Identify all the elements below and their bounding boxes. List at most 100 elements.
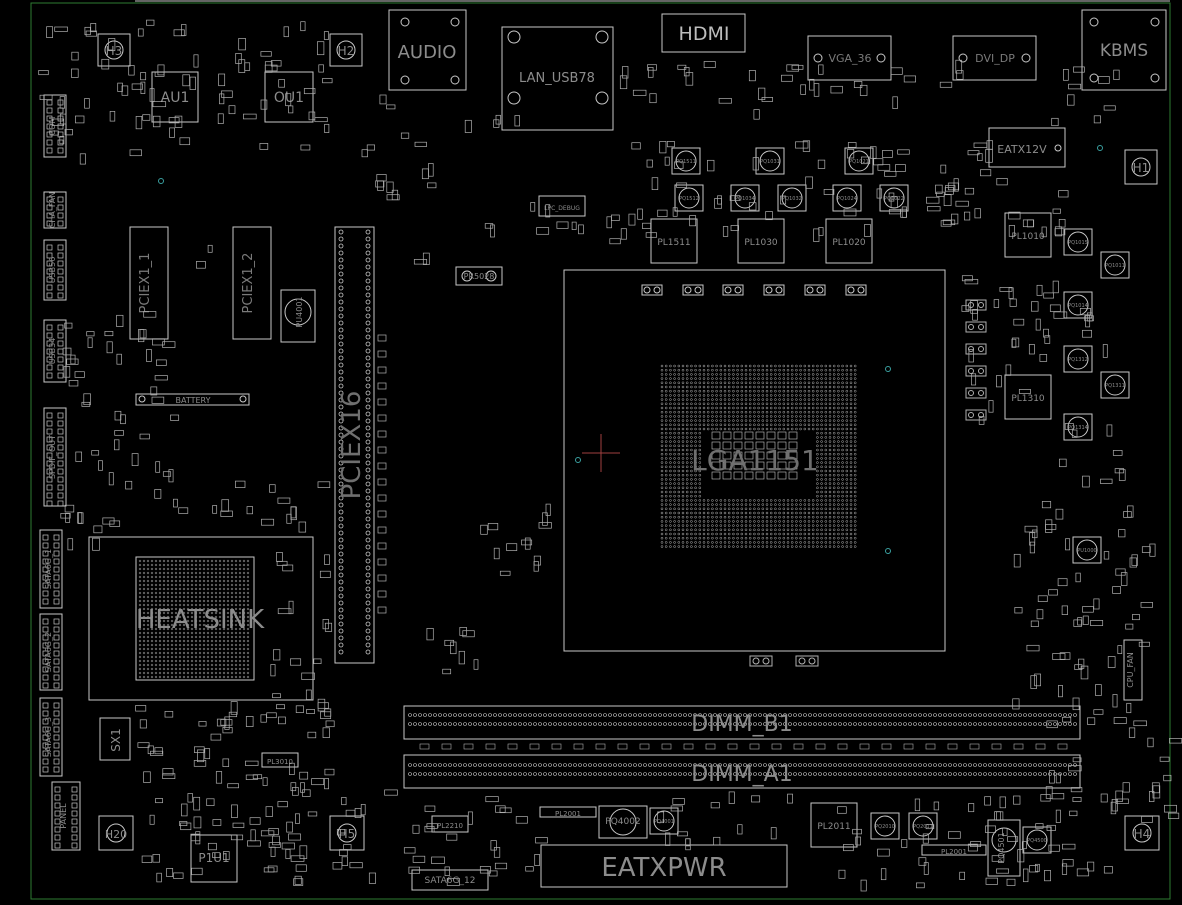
mounting-hole-h5: H5	[329, 815, 365, 851]
inductor-pl2001b: PL2001	[921, 844, 987, 856]
mosfet-pq1312: PQ1312	[1063, 345, 1093, 373]
header-panel: PANEL	[51, 781, 81, 851]
mosfet-pq4002: PQ4002	[598, 805, 648, 839]
header-label: SATA6G_2	[44, 632, 53, 672]
vga-label: VGA_36	[828, 52, 871, 65]
slot-pciex16: PCIEX16	[334, 226, 375, 664]
pciex1-1-label: PCIEX1_1	[138, 253, 153, 314]
chip-ou1: OU1	[264, 71, 314, 123]
mosfet-pq1034: PQ1034	[730, 184, 760, 212]
slot-pciex1-2: PCIEX1_2	[232, 226, 272, 340]
p1u1-label: P1U1	[198, 851, 229, 865]
audio-label: AUDIO	[398, 42, 457, 63]
mosfet-label: PQ1021	[849, 159, 869, 165]
cpu-fan-header: CPU_FAN	[1123, 639, 1143, 701]
inductor-label: PL2210	[437, 822, 463, 830]
header-label: PANEL	[59, 803, 68, 829]
pciex16-label: PCIEX16	[337, 391, 367, 500]
slot-pciex1-1: PCIEX1_1	[129, 226, 169, 340]
mosfet-pq2010: PQ2010	[870, 812, 900, 840]
header-spdif: SPDIF_OUT	[43, 407, 67, 507]
inductor-label: PL2001	[555, 810, 581, 818]
sata-bottom-header: SATA6G_12	[411, 869, 489, 891]
hole-label-h2: H2	[338, 44, 355, 58]
battery-holder: BATTERY	[135, 393, 250, 406]
eatxpwr-connector: EATXPWR	[540, 844, 788, 888]
hole-label-h20: H20	[105, 828, 127, 841]
mosfet-label: PQ1031	[760, 159, 780, 165]
inductor-pl1310: PL1310	[1004, 374, 1052, 420]
mosfet-label: PQ1511	[676, 159, 696, 165]
mosfet-label: PQ1024	[837, 196, 857, 202]
hdmi-connector: HDMI	[661, 13, 746, 53]
mosfet-label: PQ1015	[1068, 240, 1088, 246]
inductor-label: PL1030	[744, 238, 778, 248]
mounting-hole-h20: H20	[98, 815, 134, 851]
mosfet-pq4500: PQ4500	[1022, 826, 1052, 854]
inductor-label: PL1020	[832, 238, 866, 248]
board-edge	[30, 2, 1171, 900]
pr5028-label: PR5028	[464, 272, 495, 281]
header-sata3: SATA6G_3	[39, 697, 63, 777]
mosfet-label: PQ1032	[782, 196, 802, 202]
inductor-pl1010: PL1010	[1004, 212, 1052, 258]
mosfet-pq1032: PQ1032	[777, 184, 807, 212]
header-cha_fan: CHA_FAN	[43, 191, 67, 229]
cpu-socket: LGA1151	[563, 269, 946, 652]
mosfet-label: PQ4500	[1027, 838, 1047, 844]
mosfet-label: PQ1034	[735, 196, 755, 202]
dvi-label: DVI_DP	[975, 52, 1015, 65]
mosfet-label: PQ1314	[1068, 425, 1088, 431]
mosfet-pq1021: PQ1021	[844, 147, 874, 175]
header-usb56: USB56	[43, 239, 67, 301]
inductor-label: PL1511	[657, 238, 690, 248]
mosfet-label: PQ1014	[1068, 303, 1088, 309]
mosfet-label: PU1000	[1077, 548, 1096, 554]
hdmi-label: HDMI	[679, 23, 730, 45]
inductor-label: PL1310	[1011, 394, 1045, 404]
header-label: SATA6G_3	[44, 717, 53, 757]
au1-label: AU1	[161, 90, 190, 106]
pu4001-regulator: PU4001	[280, 289, 316, 343]
mounting-hole-h1: H1	[1124, 149, 1158, 185]
dimm-slot-b1: DIMM_B1	[403, 705, 1081, 740]
hole-label-h4: H4	[1134, 827, 1151, 841]
mosfet-label: PQ1312	[1068, 357, 1088, 363]
inductor-pl1511: PL1511	[650, 218, 698, 264]
header-com: COM	[43, 94, 67, 158]
eatx12v-connector: EATX12V	[988, 127, 1066, 168]
mosfet-label: PQ2011	[913, 824, 933, 830]
header-label: USB34	[48, 338, 57, 365]
eatxpwr-label: EATXPWR	[601, 853, 726, 883]
audio-jack: AUDIO	[388, 9, 467, 91]
dimm-a1-label: DIMM_A1	[691, 762, 792, 787]
header-label: SPDIF_OUT	[48, 435, 57, 479]
pu4001-label: PU4001	[295, 296, 304, 327]
inductor-label: PL3010	[267, 758, 293, 766]
battery-label: BATTERY	[176, 396, 211, 405]
eatx12v-label: EATX12V	[997, 143, 1047, 156]
lpc-debug-header: LPC_DEBUG	[538, 195, 586, 217]
header-label: COM	[48, 117, 57, 136]
header-sata2: SATA6G_2	[39, 613, 63, 691]
mosfet-label: PQ1011	[1105, 263, 1125, 269]
inductor-pl2011: PL2011	[810, 802, 858, 848]
header-label: USB56	[48, 257, 57, 284]
mounting-hole-h2: H2	[329, 33, 363, 67]
chip-p1u1: P1U1	[190, 834, 238, 883]
dvi-connector: DVI_DP	[952, 35, 1037, 81]
sata-bottom-label: SATA6G_12	[425, 876, 476, 886]
pr5028: PR5028	[455, 266, 503, 286]
crystal-sx1: SX1	[99, 717, 131, 761]
inductor-pl1020: PL1020	[825, 218, 873, 264]
kbms-connector: KBMS	[1081, 9, 1167, 91]
chip-au1: AU1	[151, 71, 199, 123]
mosfet-pq1511: PQ1511	[671, 147, 701, 175]
header-label: CHA_FAN	[48, 192, 57, 228]
inductor-pl1030: PL1030	[737, 218, 785, 264]
mosfet-pq1314: PQ1314	[1063, 413, 1093, 441]
dimm-b1-label: DIMM_B1	[691, 712, 792, 737]
mosfet-pq1024: PQ1024	[832, 184, 862, 212]
mosfet-label: PQ4002	[605, 817, 640, 827]
